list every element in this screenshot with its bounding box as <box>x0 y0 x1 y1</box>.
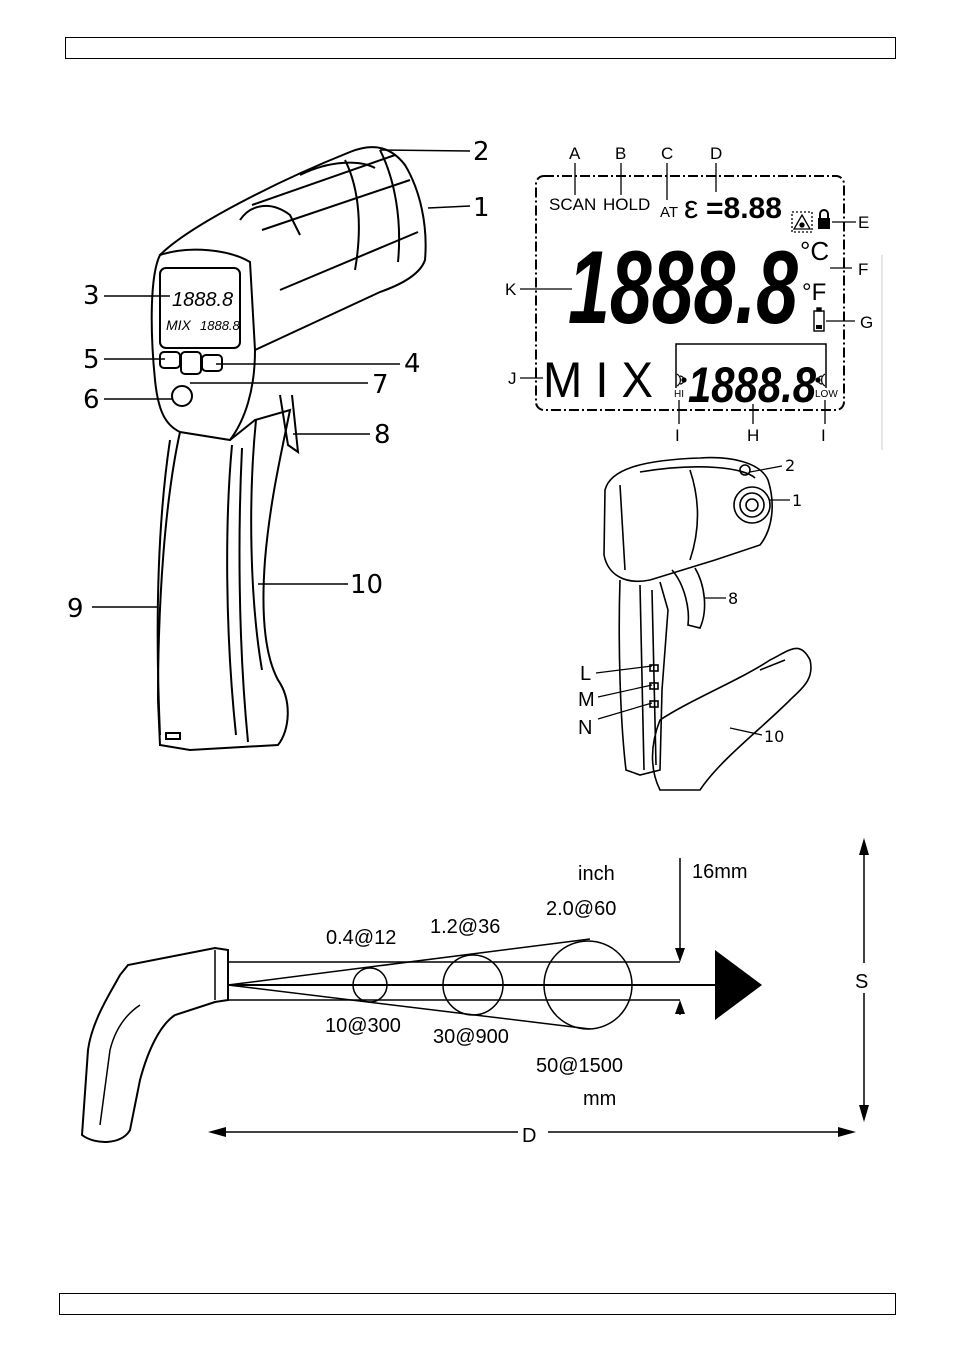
side-callout-1: 1 <box>792 491 802 510</box>
callout-6: 6 <box>83 385 100 415</box>
side-callout-8: 8 <box>728 589 738 608</box>
lcd-sub-reading: 1888.8 <box>688 357 816 413</box>
laser-warning-icon <box>792 212 812 232</box>
lcd-emissivity-value: =8.88 <box>706 192 782 225</box>
lcd-letter-i-left: I <box>675 426 680 445</box>
lcd-letter-f: F <box>858 260 868 279</box>
unit-inch: inch <box>578 863 615 885</box>
bottom-label-2: 30@900 <box>433 1026 509 1048</box>
callout-5: 5 <box>83 345 100 375</box>
lcd-main-reading: 1888.8 <box>568 230 798 346</box>
lcd-hold: HOLD <box>603 195 650 214</box>
lcd-emissivity-symbol: ε <box>684 189 698 225</box>
callout-2: 2 <box>473 137 490 167</box>
side-callout-n: N <box>578 717 592 739</box>
lcd-letter-c: C <box>661 144 673 163</box>
side-callout-m: M <box>578 689 595 711</box>
mini-lcd-sub: 1888.8 <box>200 318 241 333</box>
callout-7: 7 <box>372 370 389 400</box>
lcd-letter-d: D <box>710 144 722 163</box>
lcd-letter-j: J <box>508 369 517 388</box>
unit-mm: mm <box>583 1088 616 1110</box>
hi-alarm-icon <box>677 374 686 386</box>
axis-d-label: D <box>522 1125 536 1147</box>
lcd-scan: SCAN <box>549 195 596 214</box>
callout-3: 3 <box>83 281 100 311</box>
mini-lcd-mix: MIX <box>166 317 192 333</box>
lcd-letter-k: K <box>505 280 517 299</box>
low-alarm-icon <box>816 374 825 386</box>
lcd-at: AT <box>660 204 678 221</box>
battery-icon <box>814 308 824 331</box>
bottom-label-1: 10@300 <box>325 1015 401 1037</box>
spot-size: 16mm <box>692 861 748 883</box>
top-label-1: 0.4@12 <box>326 927 396 949</box>
lcd-low: LOW <box>815 389 838 400</box>
lcd-letter-a: A <box>569 144 581 163</box>
top-label-3: 2.0@60 <box>546 898 616 920</box>
callout-10: 10 <box>350 570 383 600</box>
side-callout-2: 2 <box>785 456 795 475</box>
lcd-letter-h: H <box>747 426 759 445</box>
distance-spot-diagram <box>82 838 876 1146</box>
lcd-hi: HI <box>674 389 684 400</box>
bottom-label-3: 50@1500 <box>536 1055 623 1077</box>
side-view-leaders <box>596 466 790 735</box>
callout-4: 4 <box>404 349 421 379</box>
lcd-letter-e: E <box>858 213 869 232</box>
lcd-unit-f: °F <box>802 279 826 306</box>
lcd-unit-c: °C <box>800 236 829 266</box>
lcd-letter-g: G <box>860 313 873 332</box>
side-callout-10: 10 <box>764 727 784 746</box>
side-callout-l: L <box>580 663 591 685</box>
axis-s-label: S <box>855 971 868 993</box>
lcd-diagram: A B C D SCAN HOLD AT ε =8.88 E 1888.8 °C <box>505 144 882 450</box>
callout-1: 1 <box>473 193 490 223</box>
top-label-2: 1.2@36 <box>430 916 500 938</box>
lcd-letter-b: B <box>615 144 626 163</box>
mini-lcd-reading: 1888.8 <box>172 289 233 311</box>
lcd-letter-i-right: I <box>821 426 826 445</box>
lock-icon <box>818 210 830 229</box>
callout-8: 8 <box>374 420 391 450</box>
callout-9: 9 <box>67 594 84 624</box>
lcd-mix: M I X <box>543 352 653 408</box>
